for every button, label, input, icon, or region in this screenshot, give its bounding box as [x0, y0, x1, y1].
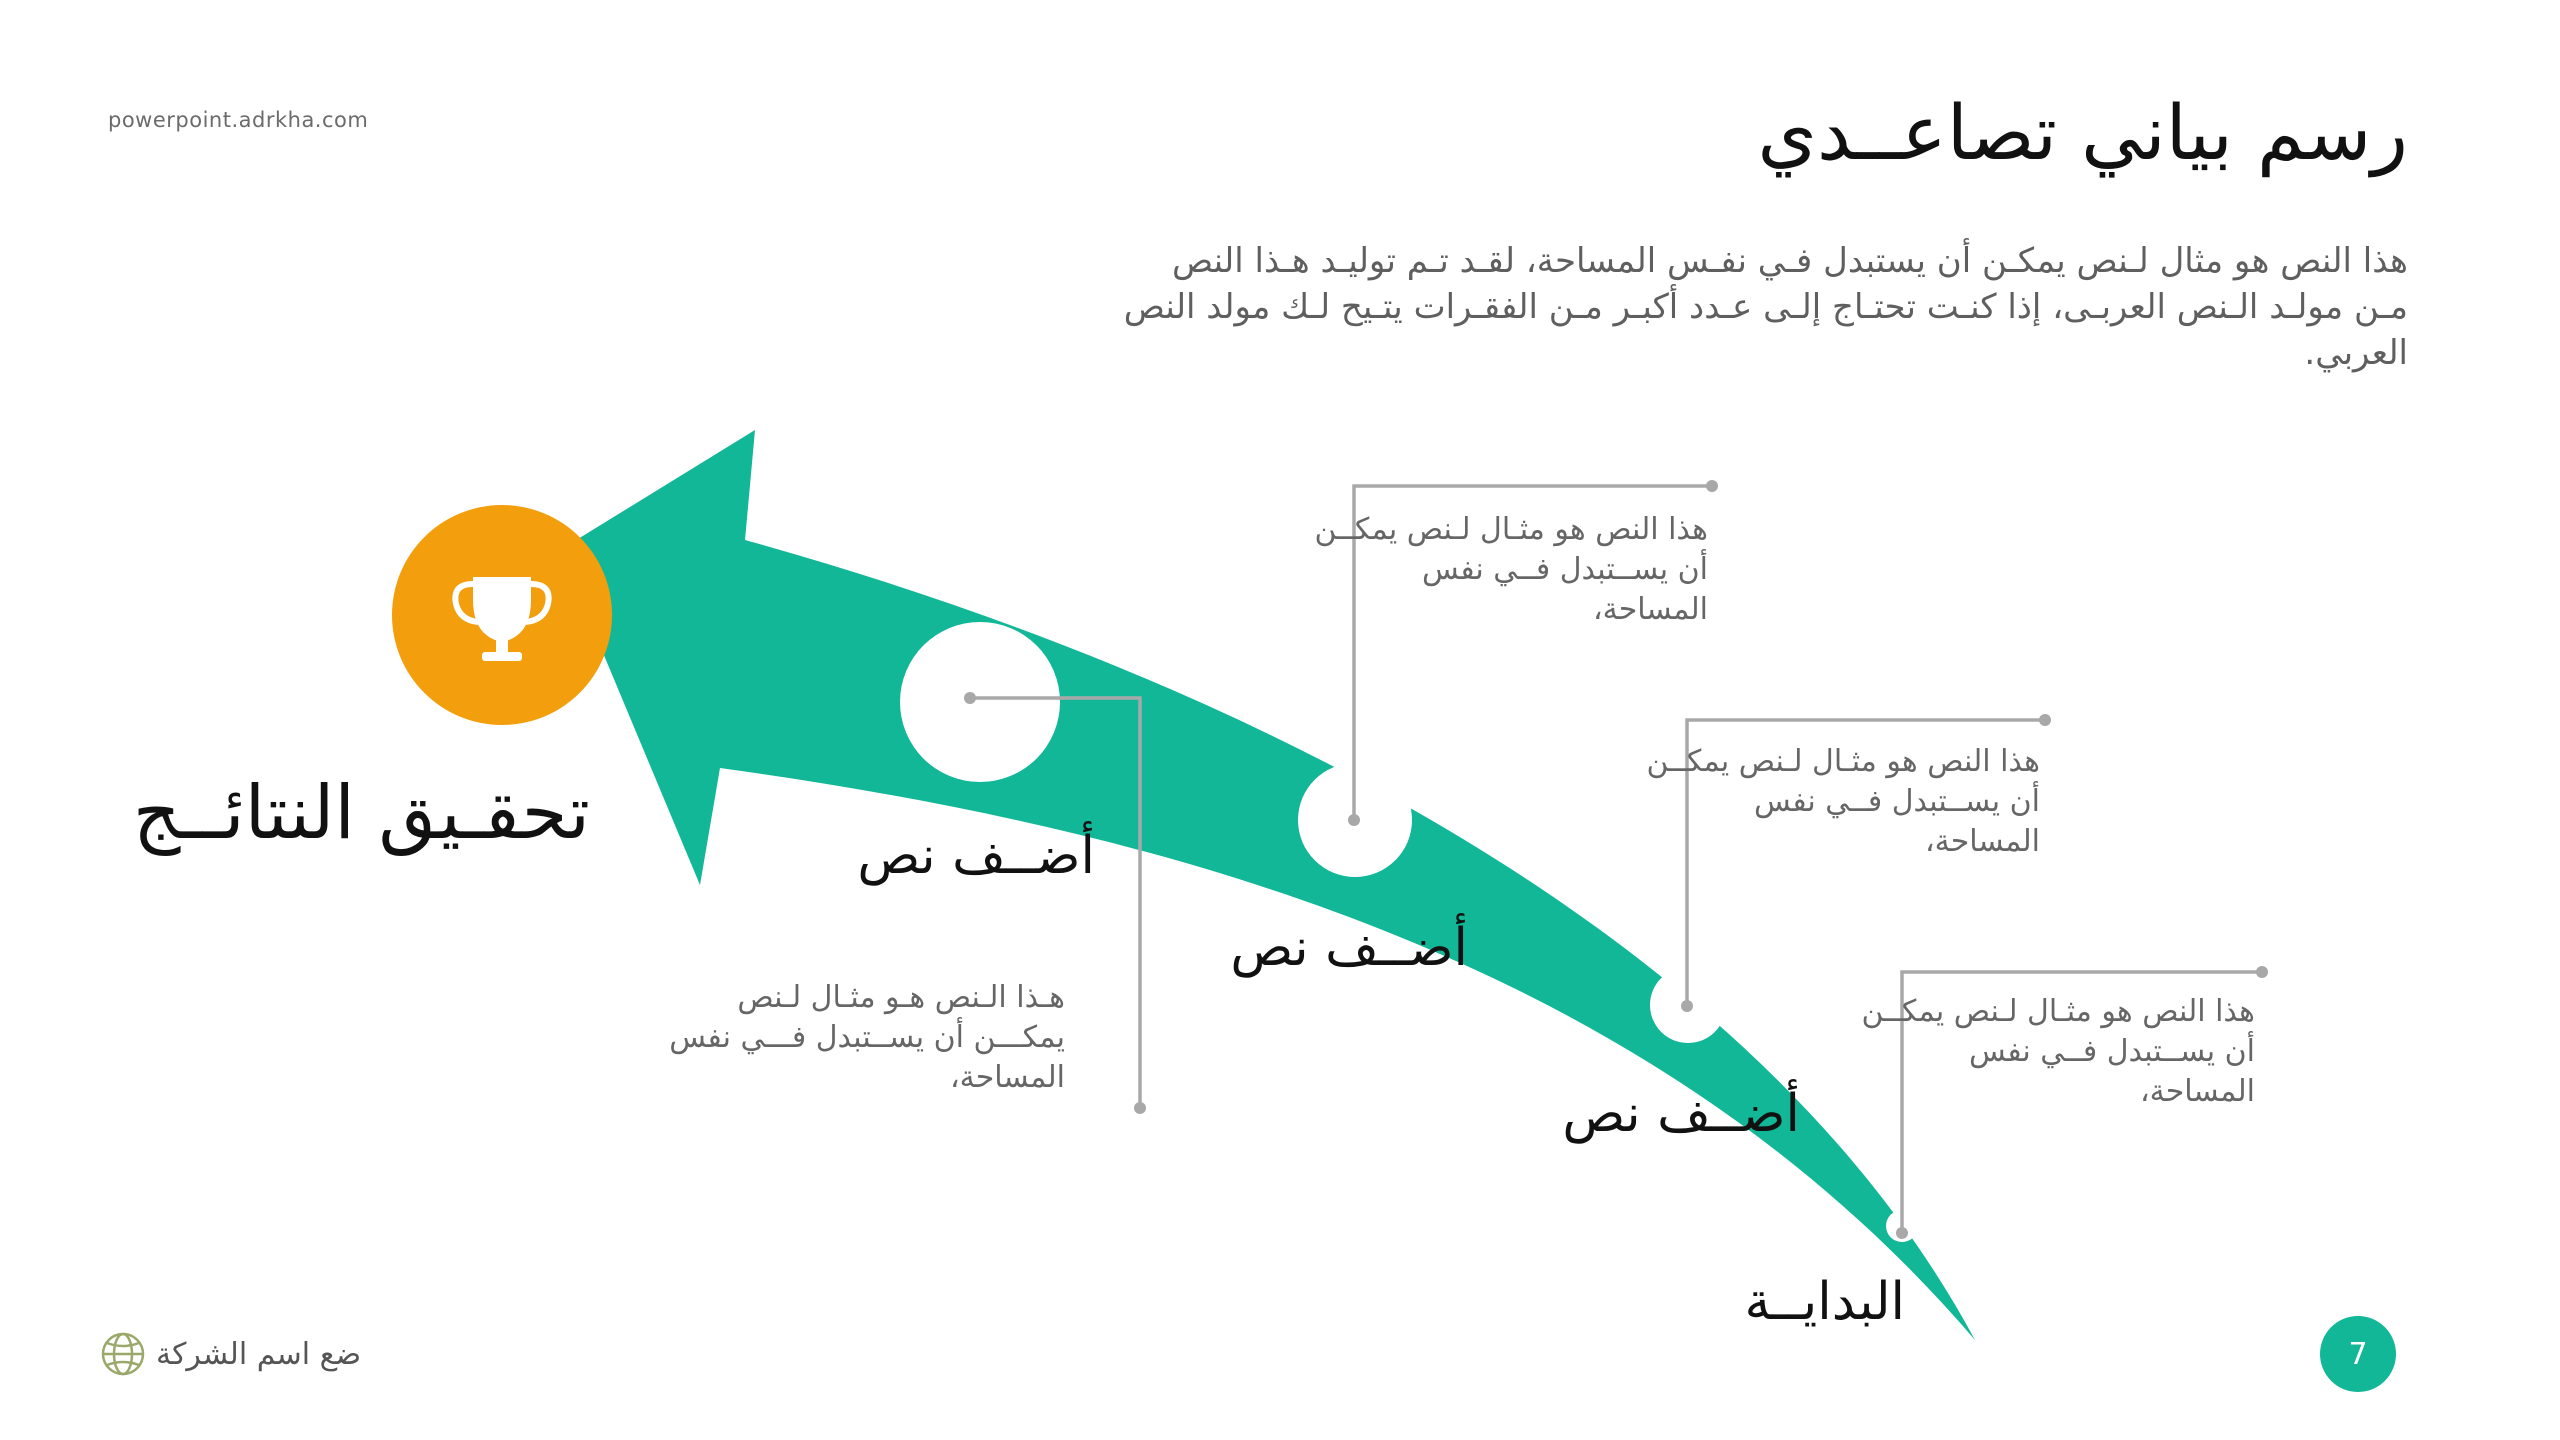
- connector-line-1: [970, 696, 1142, 1108]
- connector-dot: [1706, 480, 1718, 492]
- step-label-1: أضــف نص: [857, 826, 1095, 886]
- step-label-2: أضــف نص: [1230, 918, 1468, 978]
- site-url: powerpoint.adrkha.com: [108, 108, 369, 132]
- company-block: ضع اسم الشركة: [100, 1330, 361, 1378]
- company-name: ضع اسم الشركة: [156, 1336, 362, 1372]
- note-text-1: هـذا الـنص هـو مثـال لـنص يمكـــن أن يسـ…: [669, 980, 1065, 1095]
- note-text-2: هذا النص هو مثـال لـنص يمكــن أن يســتبد…: [1314, 512, 1708, 627]
- connector-dot: [1681, 1000, 1693, 1012]
- connector-line-3: [1685, 718, 2045, 1006]
- connector-line-4: [1900, 970, 2262, 1233]
- page-number-badge: 7: [2320, 1316, 2396, 1392]
- growth-arrow: [560, 430, 1975, 1340]
- connector-dot: [1134, 1102, 1146, 1114]
- connector-dot: [1896, 1227, 1908, 1239]
- note-text-3: هذا النص هو مثـال لـنص يمكــن أن يســتبد…: [1646, 744, 2040, 859]
- note-text-4: هذا النص هو مثـال لـنص يمكــن أن يســتبد…: [1861, 994, 2255, 1109]
- goal-label: تحقـيق النتائــج: [132, 770, 590, 856]
- globe-icon: [101, 1332, 145, 1376]
- start-label: البدايــة: [1744, 1272, 1905, 1332]
- connector-line-2: [1352, 484, 1712, 820]
- milestone-circle-1: [900, 622, 1060, 782]
- intro-paragraph: هذا النص هو مثال لـنص يمكـن أن يستبدل فـ…: [1123, 241, 2408, 373]
- page-title: رسم بياني تصاعــدي: [1757, 88, 2409, 177]
- step-label-3: أضــف نص: [1562, 1084, 1800, 1144]
- connector-dot: [2256, 966, 2268, 978]
- connector-dot: [1348, 814, 1360, 826]
- connector-dot: [2039, 714, 2051, 726]
- trophy-icon: [452, 577, 552, 661]
- connector-dot: [964, 692, 976, 704]
